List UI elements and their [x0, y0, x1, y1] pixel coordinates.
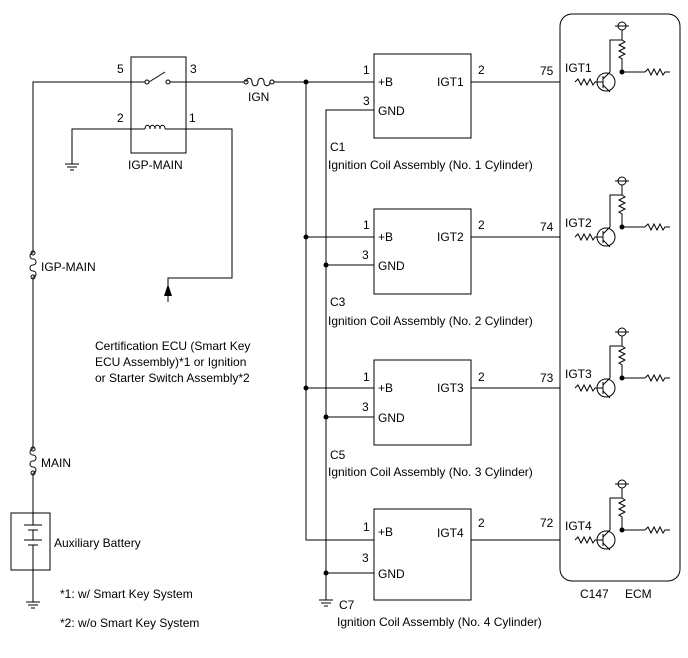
svg-text:Ignition Coil Assembly (No. 3: Ignition Coil Assembly (No. 3 Cylinder)	[328, 465, 533, 479]
svg-text:1: 1	[363, 370, 370, 384]
main-fuse-symbol	[29, 448, 37, 474]
svg-text:Ignition Coil Assembly (No. 2: Ignition Coil Assembly (No. 2 Cylinder)	[328, 314, 533, 328]
svg-text:C5: C5	[330, 448, 346, 462]
battery-label: Auxiliary Battery	[54, 536, 141, 550]
svg-text:or Starter Switch Assembly*2: or Starter Switch Assembly*2	[95, 371, 250, 385]
svg-text:Certification ECU (Smart Key: Certification ECU (Smart Key	[95, 339, 250, 353]
svg-text:3: 3	[363, 94, 370, 108]
ecm-connector-label: C147	[580, 587, 609, 601]
svg-text:IGT3: IGT3	[437, 381, 464, 395]
ecm-igt-label: IGT3	[565, 367, 592, 381]
main-fuse-label: MAIN	[41, 456, 71, 470]
svg-text:+B: +B	[378, 381, 393, 395]
igp-main-fuse-symbol	[29, 252, 37, 278]
ecm-driver-1: IGT1	[565, 21, 670, 93]
cert-ecu-arrow-icon	[164, 284, 172, 296]
ignition-coil-2: 1 +B 3 GND 2 IGT2 C3 Ignition Coil Assem…	[328, 208, 533, 328]
svg-text:IGT1: IGT1	[437, 75, 464, 89]
battery-ground-icon	[26, 601, 40, 609]
ecu-pin-73: 73	[540, 371, 554, 385]
svg-text:GND: GND	[378, 567, 405, 581]
svg-text:1: 1	[363, 218, 370, 232]
relay-name: IGP-MAIN	[128, 158, 183, 172]
svg-text:C3: C3	[330, 295, 346, 309]
ecm-igt-label: IGT4	[565, 519, 592, 533]
footnote-2: *2: w/o Smart Key System	[60, 616, 199, 630]
svg-text:2: 2	[478, 218, 485, 232]
coil-ground-icon	[319, 599, 333, 607]
svg-text:2: 2	[478, 370, 485, 384]
svg-text:2: 2	[478, 63, 485, 77]
ecm-driver-2: IGT2	[565, 176, 670, 248]
relay-switch-icon	[131, 71, 186, 85]
svg-text:3: 3	[362, 248, 369, 262]
svg-text:C1: C1	[330, 140, 346, 154]
relay-pin-3: 3	[190, 62, 197, 76]
svg-text:GND: GND	[378, 411, 405, 425]
auxiliary-battery-box	[10, 512, 51, 571]
ign-fuse-label: IGN	[248, 90, 269, 104]
svg-text:IGT2: IGT2	[437, 230, 464, 244]
relay-ground-icon	[65, 163, 79, 171]
svg-text:1: 1	[363, 520, 370, 534]
transistor-icon	[596, 530, 616, 550]
transistor-icon	[596, 227, 616, 247]
ecu-pin-72: 72	[540, 516, 554, 530]
svg-text:3: 3	[362, 400, 369, 414]
battery-icon	[24, 513, 42, 570]
svg-text:Ignition Coil Assembly (No. 4: Ignition Coil Assembly (No. 4 Cylinder)	[337, 615, 542, 629]
ecm-driver-4: IGT4	[565, 479, 670, 551]
igp-main-relay: 5 3 2 1 IGP-MAIN	[117, 56, 197, 172]
ecu-pin-75: 75	[540, 64, 554, 78]
relay-pin-1: 1	[189, 111, 196, 125]
svg-text:C7: C7	[339, 598, 355, 612]
svg-text:GND: GND	[378, 259, 405, 273]
svg-text:+B: +B	[378, 75, 393, 89]
svg-text:+B: +B	[378, 525, 393, 539]
relay-pin-2: 2	[117, 111, 124, 125]
svg-text:Ignition Coil Assembly (No. 1: Ignition Coil Assembly (No. 1 Cylinder)	[328, 158, 533, 172]
ecm-igt-label: IGT2	[565, 216, 592, 230]
ignition-coil-4: 1 +B 3 GND 2 IGT4 C7 Ignition Coil Assem…	[337, 508, 542, 629]
ecm-igt-label: IGT1	[565, 61, 592, 75]
svg-text:3: 3	[362, 551, 369, 565]
ecm-driver-3: IGT3	[565, 327, 670, 399]
svg-text:+B: +B	[378, 230, 393, 244]
relay-coil-icon	[131, 124, 186, 130]
svg-text:IGT4: IGT4	[437, 526, 464, 540]
power-supply-section: IGP-MAIN MAIN Auxiliary Battery	[10, 81, 141, 609]
ecm-box	[559, 13, 681, 582]
svg-text:ECU Assembly)*1 or Ignition: ECU Assembly)*1 or Ignition	[95, 355, 246, 369]
svg-text:2: 2	[478, 516, 485, 530]
ignition-coil-1: 1 +B 3 GND 2 IGT1 C1 Ignition Coil Assem…	[328, 53, 533, 172]
igp-main-fuse-label: IGP-MAIN	[41, 260, 96, 274]
relay-pin-5: 5	[117, 62, 124, 76]
svg-text:1: 1	[363, 63, 370, 77]
svg-text:GND: GND	[378, 104, 405, 118]
ignition-coil-3: 1 +B 3 GND 2 IGT3 C5 Ignition Coil Assem…	[328, 359, 533, 479]
transistor-icon	[596, 72, 616, 92]
transistor-icon	[596, 378, 616, 398]
ecm-name: ECM	[625, 587, 652, 601]
ground-bus	[325, 109, 374, 600]
ign-fuse-symbol	[245, 77, 271, 87]
cert-ecu-note: Certification ECU (Smart Key ECU Assembl…	[95, 339, 250, 385]
ecu-pin-74: 74	[540, 220, 554, 234]
footnote-1: *1: w/ Smart Key System	[60, 587, 193, 601]
